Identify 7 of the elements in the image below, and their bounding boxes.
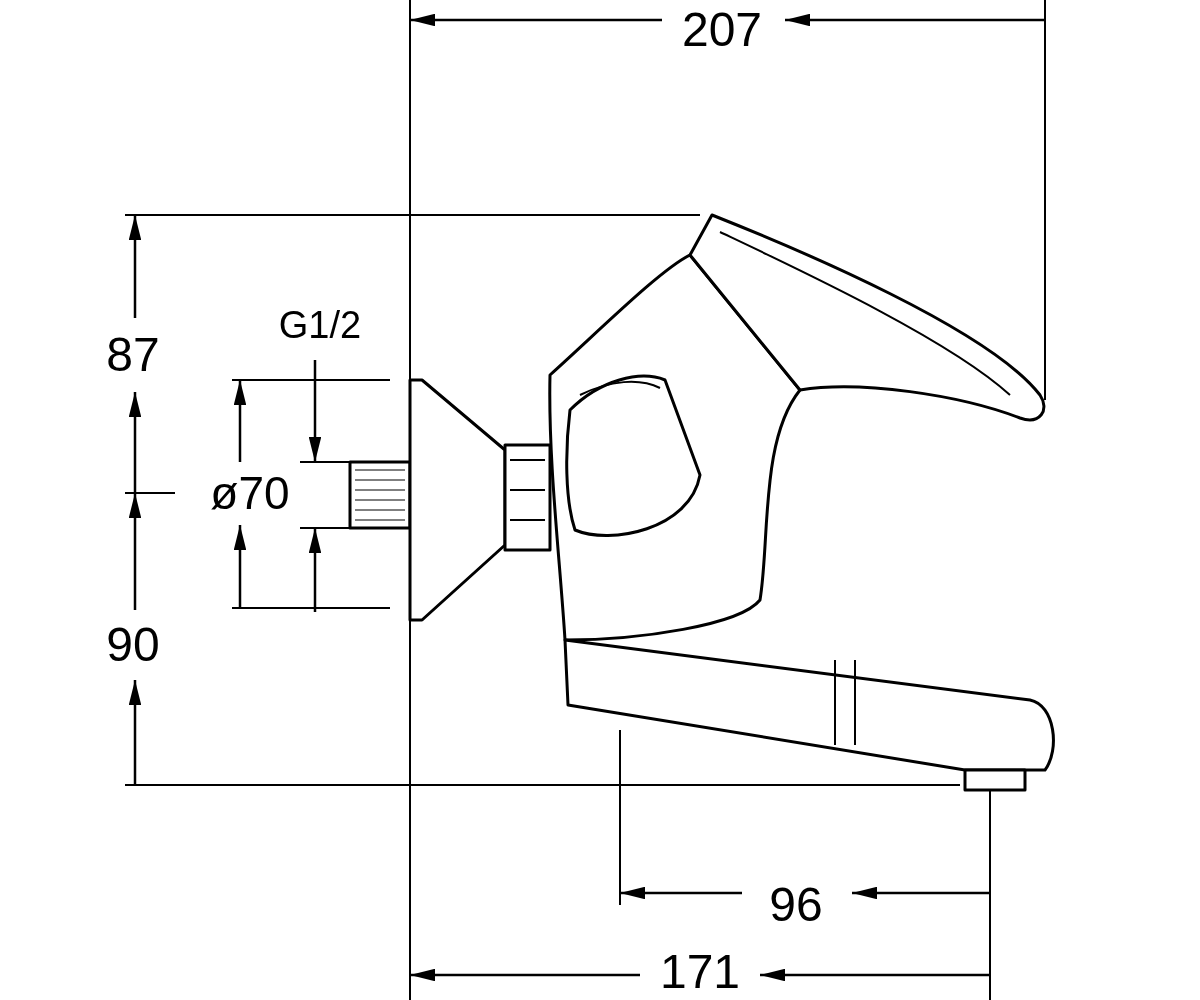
dimension-label: ø70: [210, 470, 290, 516]
dimension-label: 90: [106, 621, 160, 669]
dimension-label: 96: [769, 881, 823, 929]
dimension-label: 87: [106, 331, 160, 379]
dimension-label: G1/2: [278, 306, 362, 344]
dimension-label: 171: [659, 948, 741, 996]
dimension-label: 207: [681, 6, 763, 54]
